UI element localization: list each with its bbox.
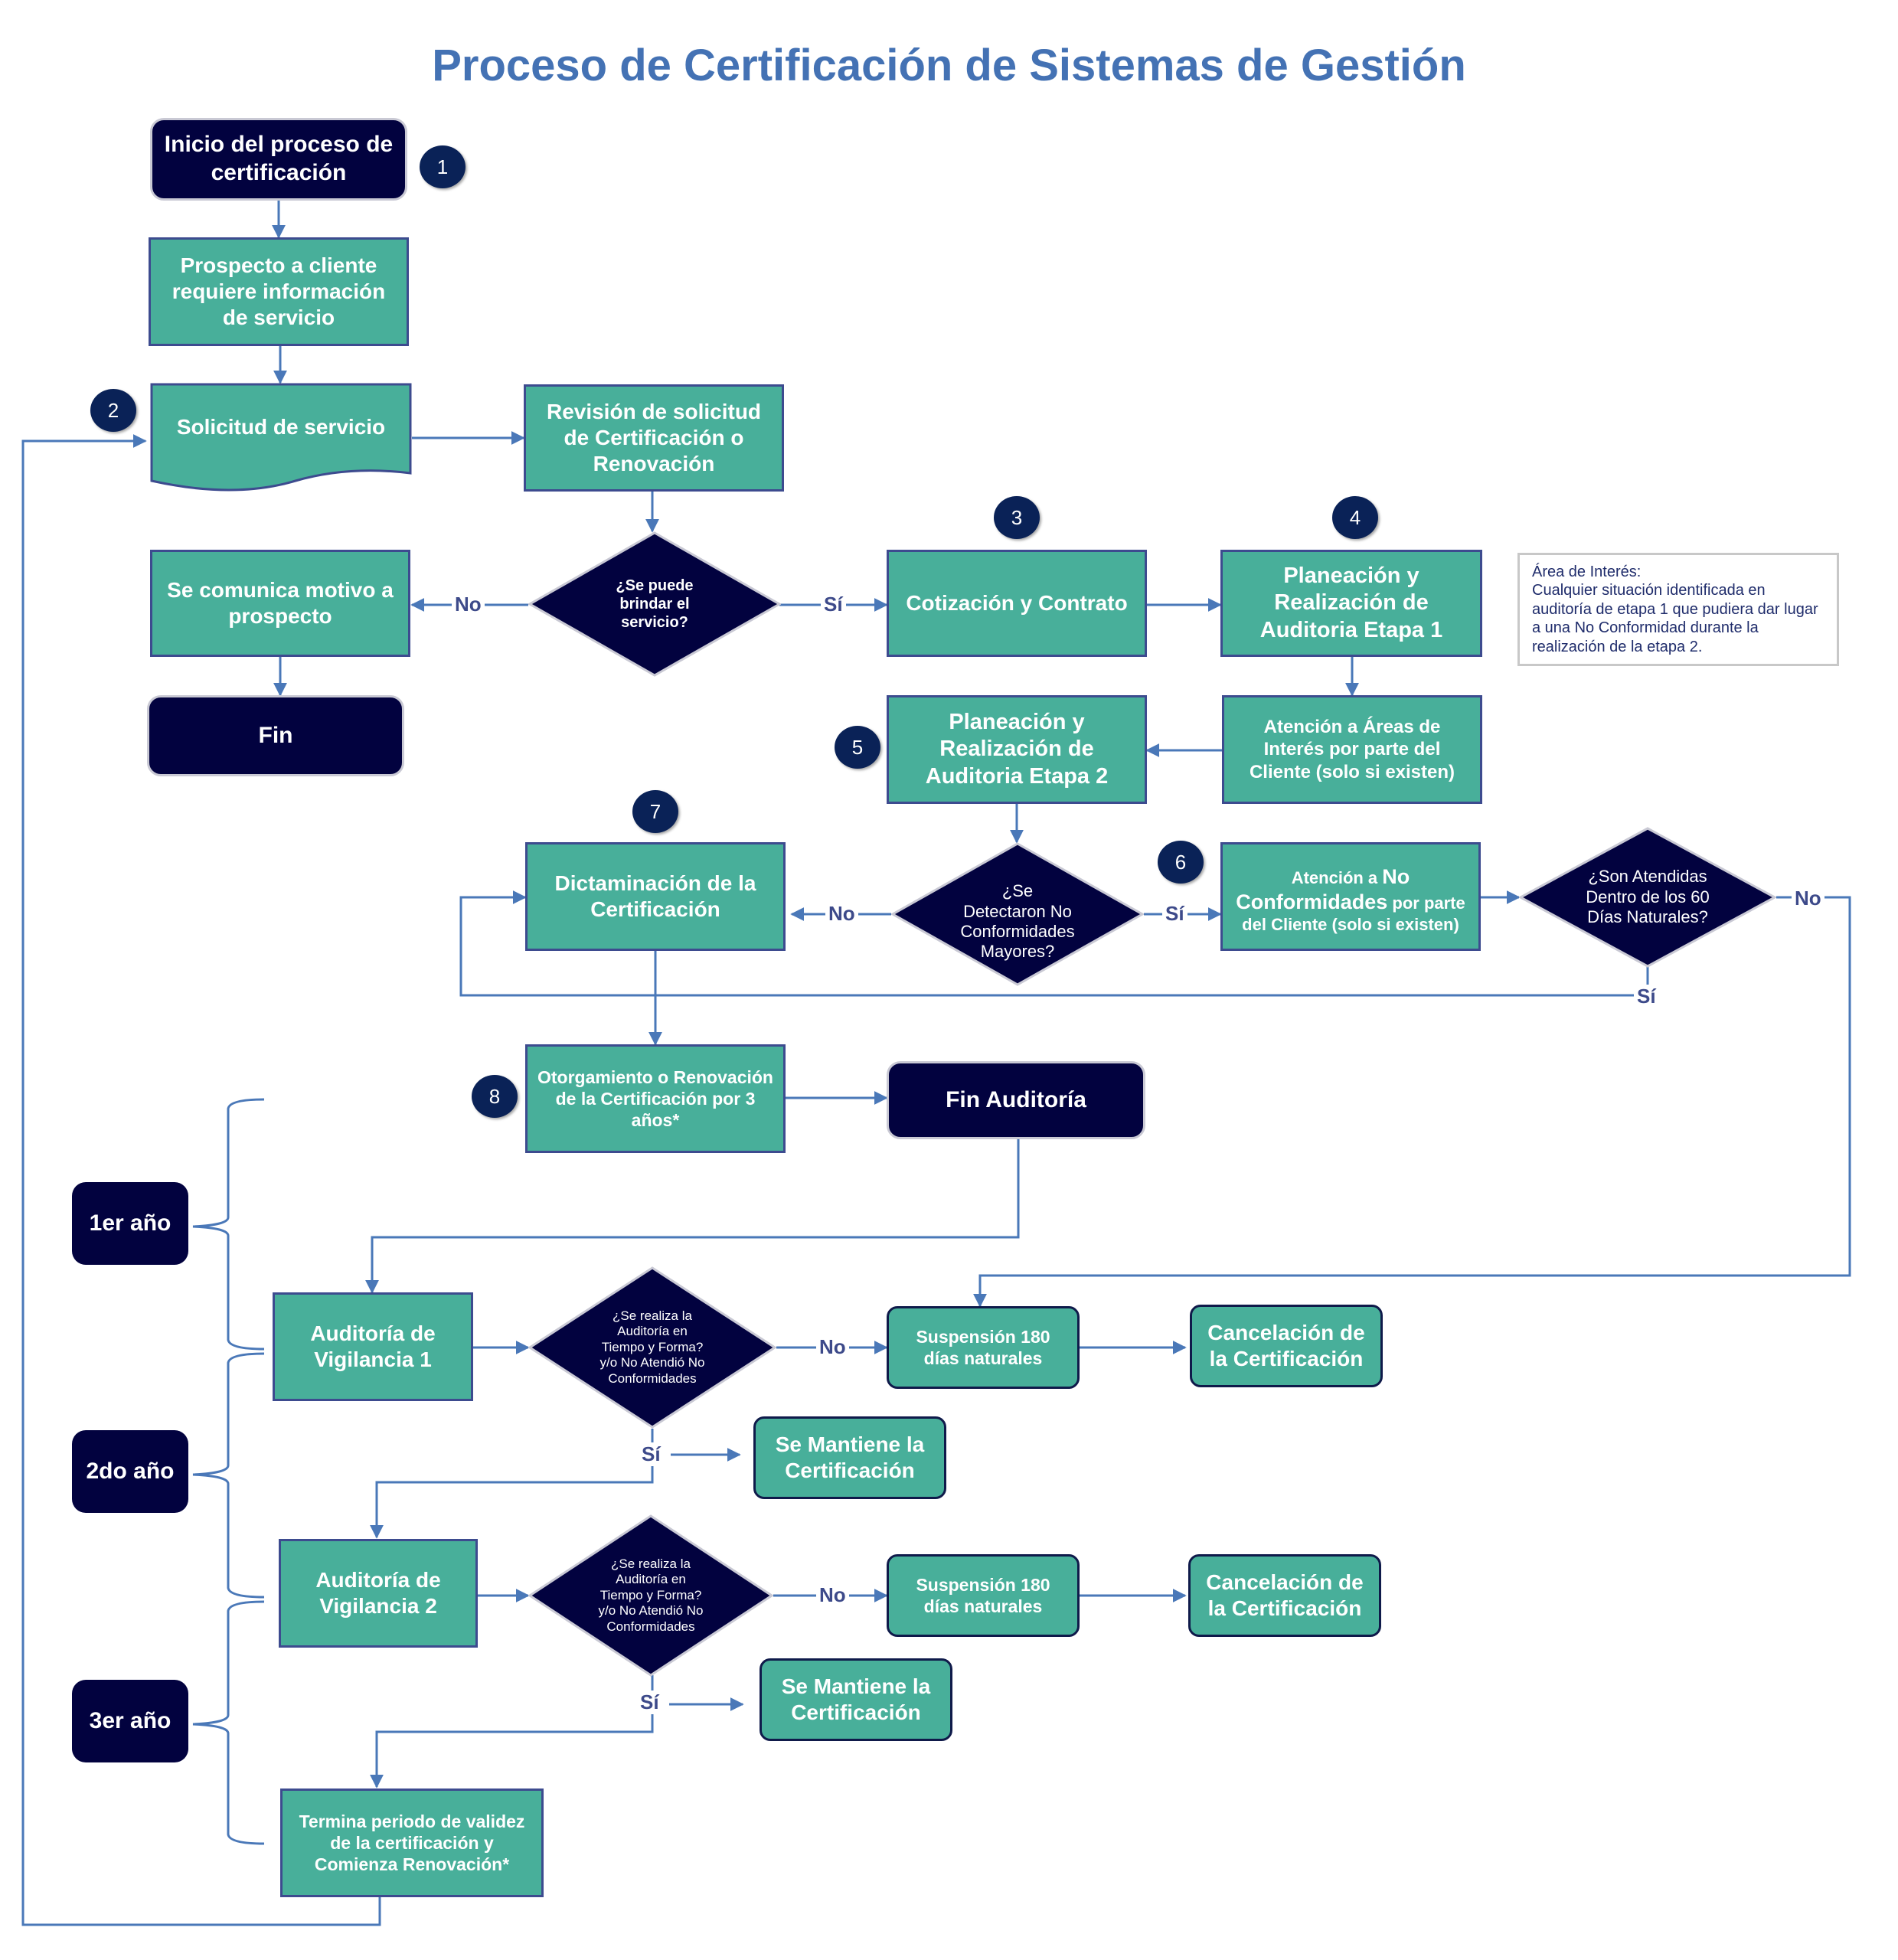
validity-end-node[interactable]: Termina periodo de validez de la certifi… bbox=[280, 1788, 544, 1897]
on-time-label-1: ¿Se realiza la Auditoría en Tiempo y For… bbox=[599, 1308, 705, 1386]
edge-label-yes: Sí bbox=[1162, 902, 1187, 926]
area-of-interest-note: Área de Interés: Cualquier situación ide… bbox=[1517, 553, 1839, 666]
edge-label-no: No bbox=[1792, 887, 1824, 910]
review-request-node[interactable]: Revisión de solicitud de Certificación o… bbox=[524, 384, 784, 492]
on-time-label-2: ¿Se realiza la Auditoría en Tiempo y For… bbox=[598, 1557, 704, 1634]
cancellation-node-2[interactable]: Cancelación de la Certificación bbox=[1188, 1554, 1381, 1637]
step-badge-5: 5 bbox=[835, 726, 880, 769]
edge-label-yes: Sí bbox=[1634, 985, 1659, 1008]
diamond-shape bbox=[528, 531, 781, 677]
link-finauditoria-vigilancia1 bbox=[365, 1139, 1020, 1294]
nc-attention-text-2: No Conformidades bbox=[1236, 865, 1410, 913]
service-request-label: Solicitud de servicio bbox=[176, 415, 386, 439]
diamond-shape bbox=[528, 1514, 773, 1677]
within-60-days-decision[interactable]: ¿Son Atendidas Dentro de los 60 Días Nat… bbox=[1519, 827, 1776, 968]
can-provide-label: ¿Se puede brindar el servicio? bbox=[616, 577, 694, 631]
diamond-shape bbox=[891, 842, 1144, 986]
brace-year-2 bbox=[192, 1352, 265, 1599]
edge-label-no: No bbox=[452, 593, 485, 616]
edge-label-yes: Sí bbox=[637, 1690, 662, 1714]
nc-attention-text-1: Atención a bbox=[1291, 868, 1383, 887]
year-1-label: 1er año bbox=[72, 1182, 188, 1265]
diamond-shape bbox=[528, 1266, 776, 1429]
edge-label-no: No bbox=[816, 1335, 849, 1359]
note-heading: Área de Interés: bbox=[1532, 564, 1642, 580]
end-node[interactable]: Fin bbox=[147, 695, 404, 776]
service-request-node[interactable]: Solicitud de servicio bbox=[150, 383, 412, 498]
note-body: Cualquier situación identificada en audi… bbox=[1532, 582, 1818, 655]
step-badge-8: 8 bbox=[472, 1075, 518, 1118]
nc-attention-node[interactable]: Atención a No Conformidades por parte de… bbox=[1220, 842, 1481, 951]
grant-certification-node[interactable]: Otorgamiento o Renovación de la Certific… bbox=[525, 1044, 786, 1153]
prospect-node[interactable]: Prospecto a cliente requiere información… bbox=[149, 237, 409, 346]
year-2-label: 2do año bbox=[72, 1430, 188, 1513]
edge-label-no: No bbox=[816, 1583, 849, 1607]
maintain-certification-node-2[interactable]: Se Mantiene la Certificación bbox=[760, 1658, 952, 1741]
brace-year-1 bbox=[192, 1098, 265, 1351]
major-nc-label: ¿Se Detectaron No Conformidades Mayores? bbox=[960, 881, 1075, 962]
year-3-label: 3er año bbox=[72, 1680, 188, 1762]
step-badge-3: 3 bbox=[994, 496, 1040, 539]
edge-label-yes: Sí bbox=[639, 1442, 664, 1466]
on-time-decision-1[interactable]: ¿Se realiza la Auditoría en Tiempo y For… bbox=[528, 1266, 776, 1429]
surveillance-audit-2-node[interactable]: Auditoría de Vigilancia 2 bbox=[279, 1539, 478, 1648]
edge-label-no: No bbox=[825, 902, 858, 926]
suspension-node-2[interactable]: Suspensión 180 días naturales bbox=[887, 1554, 1080, 1637]
can-provide-decision[interactable]: ¿Se puede brindar el servicio? bbox=[528, 531, 781, 677]
cancellation-node-1[interactable]: Cancelación de la Certificación bbox=[1190, 1305, 1383, 1387]
page-title: Proceso de Certificación de Sistemas de … bbox=[432, 41, 1466, 90]
link-atendidas-no-suspension bbox=[973, 896, 1851, 1308]
step-badge-4: 4 bbox=[1332, 496, 1378, 539]
certification-ruling-node[interactable]: Dictaminación de la Certificación bbox=[525, 842, 786, 951]
edge-label-yes: Sí bbox=[821, 593, 846, 616]
areas-of-interest-node[interactable]: Atención a Áreas de Interés por parte de… bbox=[1222, 695, 1482, 804]
brace-year-3 bbox=[192, 1600, 265, 1845]
start-node[interactable]: Inicio del proceso de certificación bbox=[150, 118, 407, 201]
diamond-shape bbox=[1519, 827, 1776, 968]
suspension-node-1[interactable]: Suspensión 180 días naturales bbox=[887, 1306, 1080, 1389]
within-60-days-label: ¿Son Atendidas Dentro de los 60 Días Nat… bbox=[1586, 867, 1710, 927]
surveillance-audit-1-node[interactable]: Auditoría de Vigilancia 1 bbox=[273, 1292, 473, 1401]
quote-contract-node[interactable]: Cotización y Contrato bbox=[887, 550, 1147, 657]
step-badge-7: 7 bbox=[632, 790, 678, 833]
step-badge-2: 2 bbox=[90, 389, 136, 432]
maintain-certification-node-1[interactable]: Se Mantiene la Certificación bbox=[753, 1416, 946, 1499]
link-termina-loop-solicitud bbox=[21, 434, 381, 1926]
nc-attention-text-3: por parte del Cliente (solo si existen) bbox=[1242, 893, 1465, 934]
step-badge-1: 1 bbox=[420, 145, 466, 188]
major-nc-decision[interactable]: ¿Se Detectaron No Conformidades Mayores? bbox=[891, 842, 1144, 986]
document-shape bbox=[150, 383, 412, 492]
on-time-decision-2[interactable]: ¿Se realiza la Auditoría en Tiempo y For… bbox=[528, 1514, 773, 1677]
communicate-reason-node[interactable]: Se comunica motivo a prospecto bbox=[150, 550, 410, 657]
link-decision2-si-termina bbox=[370, 1675, 654, 1788]
audit-end-node[interactable]: Fin Auditoría bbox=[887, 1061, 1145, 1139]
stage1-audit-node[interactable]: Planeación y Realización de Auditoria Et… bbox=[1220, 550, 1482, 657]
stage2-audit-node[interactable]: Planeación y Realización de Auditoria Et… bbox=[887, 695, 1147, 804]
step-badge-6: 6 bbox=[1158, 841, 1204, 884]
